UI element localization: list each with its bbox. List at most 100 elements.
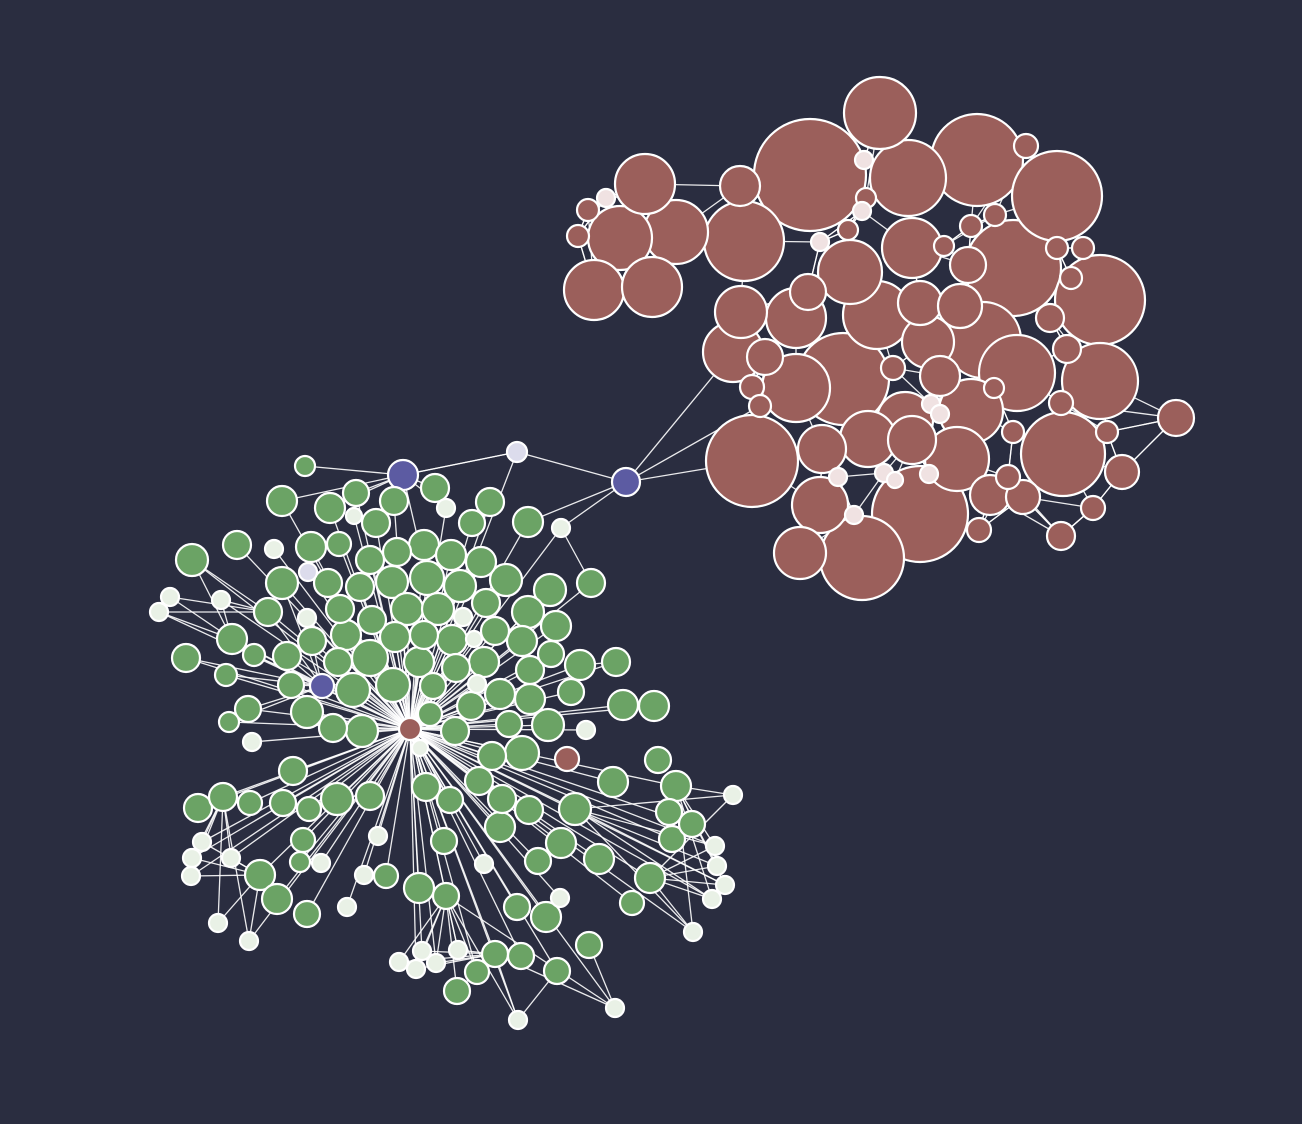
graph-node-green bbox=[174, 542, 210, 578]
graph-node-green bbox=[221, 529, 253, 561]
graph-node-green bbox=[440, 652, 472, 684]
graph-node-green bbox=[416, 700, 444, 728]
graph-node-pale-green bbox=[220, 847, 242, 869]
graph-node-green bbox=[511, 505, 545, 539]
graph-node-pale-green bbox=[701, 888, 723, 910]
graph-node-green bbox=[557, 791, 593, 827]
graph-node-green bbox=[556, 677, 586, 707]
graph-node-green bbox=[457, 508, 487, 538]
graph-edge bbox=[230, 728, 411, 859]
graph-node-red bbox=[880, 216, 944, 280]
graph-node-red bbox=[1103, 453, 1141, 491]
graph-edge bbox=[217, 796, 224, 924]
graph-node-green bbox=[292, 899, 322, 929]
graph-edge bbox=[306, 728, 411, 915]
graph-node-pale-blue bbox=[297, 561, 319, 583]
graph-node-red bbox=[929, 112, 1025, 208]
graph-node-green bbox=[374, 666, 412, 704]
graph-node-green bbox=[410, 771, 442, 803]
graph-node-pale-red bbox=[595, 187, 617, 209]
graph-node-pale-red bbox=[918, 463, 940, 485]
graph-node-green bbox=[575, 567, 607, 599]
graph-edge bbox=[574, 808, 726, 886]
graph-node-green bbox=[530, 707, 566, 743]
graph-node-red bbox=[879, 354, 907, 382]
graph-edge bbox=[409, 728, 716, 847]
graph-node-green bbox=[295, 795, 323, 823]
graph-node-green bbox=[271, 640, 303, 672]
graph-node-green bbox=[654, 797, 684, 827]
graph-node-red bbox=[1045, 520, 1077, 552]
graph-node-green bbox=[513, 794, 545, 826]
graph-node-pale-green bbox=[466, 673, 488, 695]
graph-node-green bbox=[354, 780, 386, 812]
graph-node-red bbox=[1094, 419, 1120, 445]
graph-node-pale-green bbox=[550, 517, 572, 539]
graph-node-blue bbox=[308, 672, 336, 700]
graph-edge bbox=[220, 599, 411, 730]
graph-node-green bbox=[325, 530, 353, 558]
graph-node-red bbox=[982, 376, 1006, 400]
graph-node-green bbox=[435, 623, 469, 657]
graph-node-green bbox=[529, 900, 563, 934]
graph-edge bbox=[409, 728, 522, 957]
graph-edge bbox=[574, 808, 694, 933]
graph-node-green bbox=[503, 734, 541, 772]
graph-node-pale-green bbox=[310, 852, 332, 874]
graph-edge bbox=[281, 474, 404, 502]
graph-node-green bbox=[523, 846, 553, 876]
graph-node-pale-green bbox=[447, 939, 469, 961]
graph-edge bbox=[222, 796, 250, 942]
graph-node-green bbox=[434, 538, 468, 572]
graph-edge bbox=[516, 451, 627, 483]
graph-node-red bbox=[718, 164, 762, 208]
graph-node-green bbox=[463, 958, 491, 986]
graph-edge bbox=[409, 728, 417, 970]
graph-node-green bbox=[296, 625, 328, 657]
graph-node-red bbox=[918, 354, 962, 398]
graph-node-green bbox=[470, 587, 502, 619]
graph-node-pale-red bbox=[843, 504, 865, 526]
graph-node-green bbox=[313, 491, 347, 525]
graph-node-green bbox=[389, 591, 425, 627]
graph-node-red bbox=[565, 223, 591, 249]
graph-node-pale-green bbox=[353, 864, 375, 886]
graph-node-green bbox=[356, 604, 388, 636]
graph-node-pale-green bbox=[604, 997, 626, 1019]
graph-node-green bbox=[544, 826, 578, 860]
graph-node-red bbox=[958, 213, 984, 239]
graph-node-green bbox=[329, 618, 363, 652]
graph-node-green bbox=[677, 809, 707, 839]
graph-node-pale-green bbox=[425, 952, 447, 974]
graph-node-red bbox=[1012, 132, 1040, 160]
graph-node-green bbox=[344, 571, 376, 603]
graph-node-green bbox=[408, 559, 446, 597]
graph-node-red bbox=[796, 423, 848, 475]
graph-node-red bbox=[982, 202, 1008, 228]
graph-node-red bbox=[772, 525, 828, 581]
graph-node-green bbox=[420, 591, 456, 627]
graph-edge bbox=[201, 728, 411, 843]
graph-node-green bbox=[324, 593, 356, 625]
graph-edge bbox=[304, 465, 404, 476]
graph-node-red bbox=[790, 475, 850, 535]
graph-node-green bbox=[483, 810, 517, 844]
graph-node-green bbox=[289, 694, 325, 730]
graph-node-red bbox=[936, 282, 984, 330]
graph-node-green bbox=[542, 956, 572, 986]
graph-node-green bbox=[319, 781, 355, 817]
graph-node-pale-red bbox=[809, 231, 831, 253]
graph-node-red bbox=[713, 284, 769, 340]
graph-node-red bbox=[704, 413, 800, 509]
graph-node-pale-green bbox=[410, 738, 430, 758]
graph-node-red bbox=[397, 716, 423, 742]
graph-node-green bbox=[637, 689, 671, 723]
graph-edge bbox=[574, 808, 713, 900]
graph-node-green bbox=[464, 545, 498, 579]
graph-node-pale-green bbox=[435, 497, 457, 519]
graph-node-pale-green bbox=[411, 940, 433, 962]
graph-node-red bbox=[886, 414, 938, 466]
graph-node-red bbox=[1010, 149, 1104, 243]
graph-node-green bbox=[574, 930, 604, 960]
graph-node-red bbox=[613, 152, 677, 216]
